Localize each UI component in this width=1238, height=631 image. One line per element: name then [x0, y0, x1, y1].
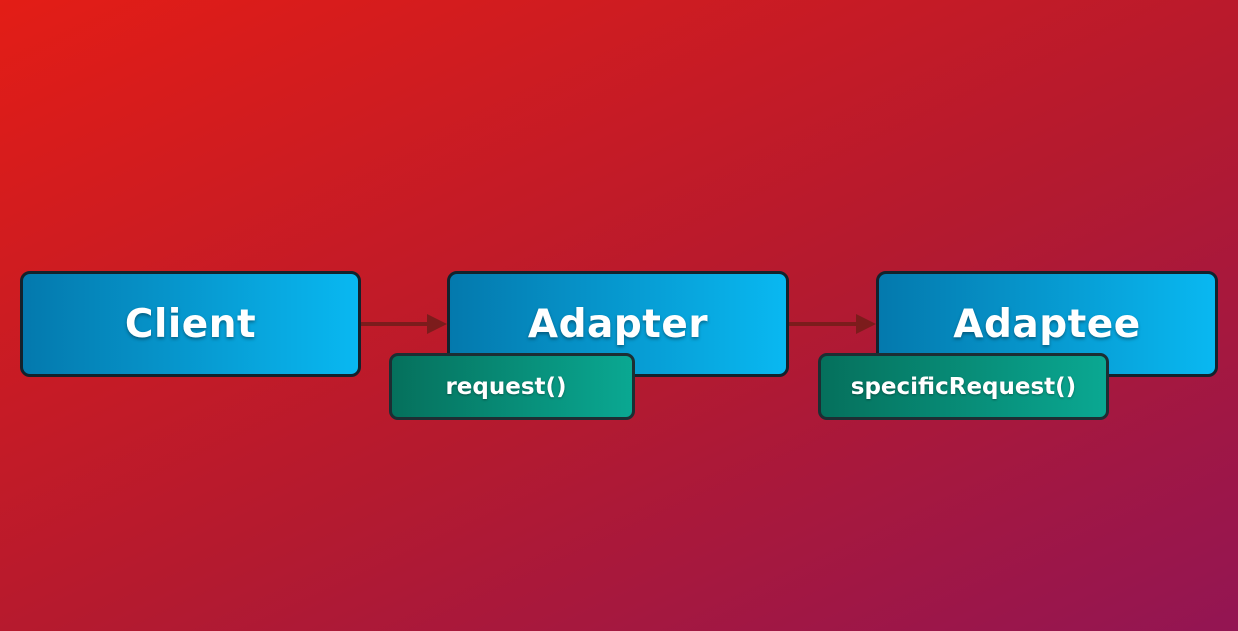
arrow-shaft: [361, 322, 431, 326]
adaptee-label: Adaptee: [953, 301, 1141, 347]
arrow-shaft: [789, 322, 860, 326]
client-box: Client: [20, 271, 361, 377]
arrow-client-to-adapter: [361, 314, 447, 334]
specific-request-method-label: specificRequest(): [850, 373, 1077, 400]
client-label: Client: [124, 301, 257, 347]
adaptee-method-box: specificRequest(): [818, 353, 1109, 420]
adapter-label: Adapter: [527, 301, 709, 347]
request-method-label: request(): [445, 373, 567, 400]
arrow-head-icon: [856, 314, 876, 334]
arrow-head-icon: [427, 314, 447, 334]
arrow-adapter-to-adaptee: [789, 314, 876, 334]
adapter-method-box: request(): [389, 353, 635, 420]
